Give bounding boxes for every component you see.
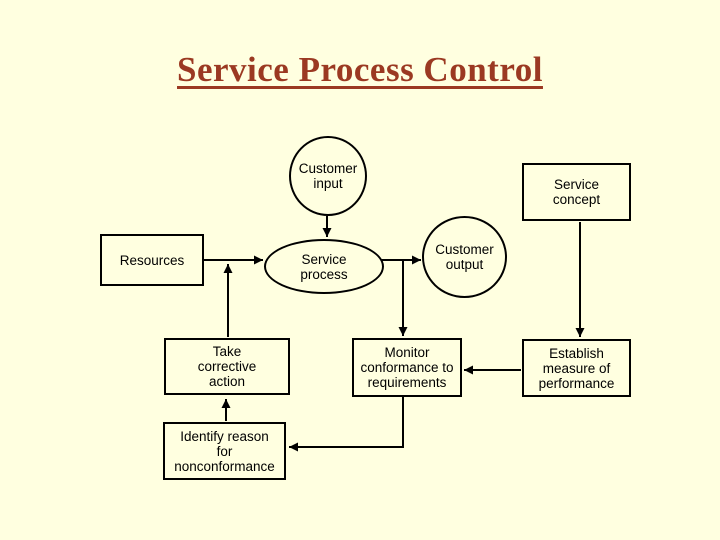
edge-monitor-to-identify xyxy=(289,397,404,452)
node-establish-measure[interactable]: Establish measure of performance xyxy=(522,339,631,397)
node-service-concept[interactable]: Service concept xyxy=(522,163,631,221)
node-resources[interactable]: Resources xyxy=(100,234,204,286)
slide-title: Service Process Control xyxy=(177,50,543,89)
node-customer-output[interactable]: Customer output xyxy=(422,216,507,298)
node-identify-reason[interactable]: Identify reason for nonconformance xyxy=(163,422,286,480)
node-customer-input[interactable]: Customer input xyxy=(289,136,367,216)
node-service-process[interactable]: Service process xyxy=(264,239,384,294)
node-monitor-conformance[interactable]: Monitor conformance to requirements xyxy=(352,338,462,397)
node-take-corrective-action[interactable]: Take corrective action xyxy=(164,338,290,395)
